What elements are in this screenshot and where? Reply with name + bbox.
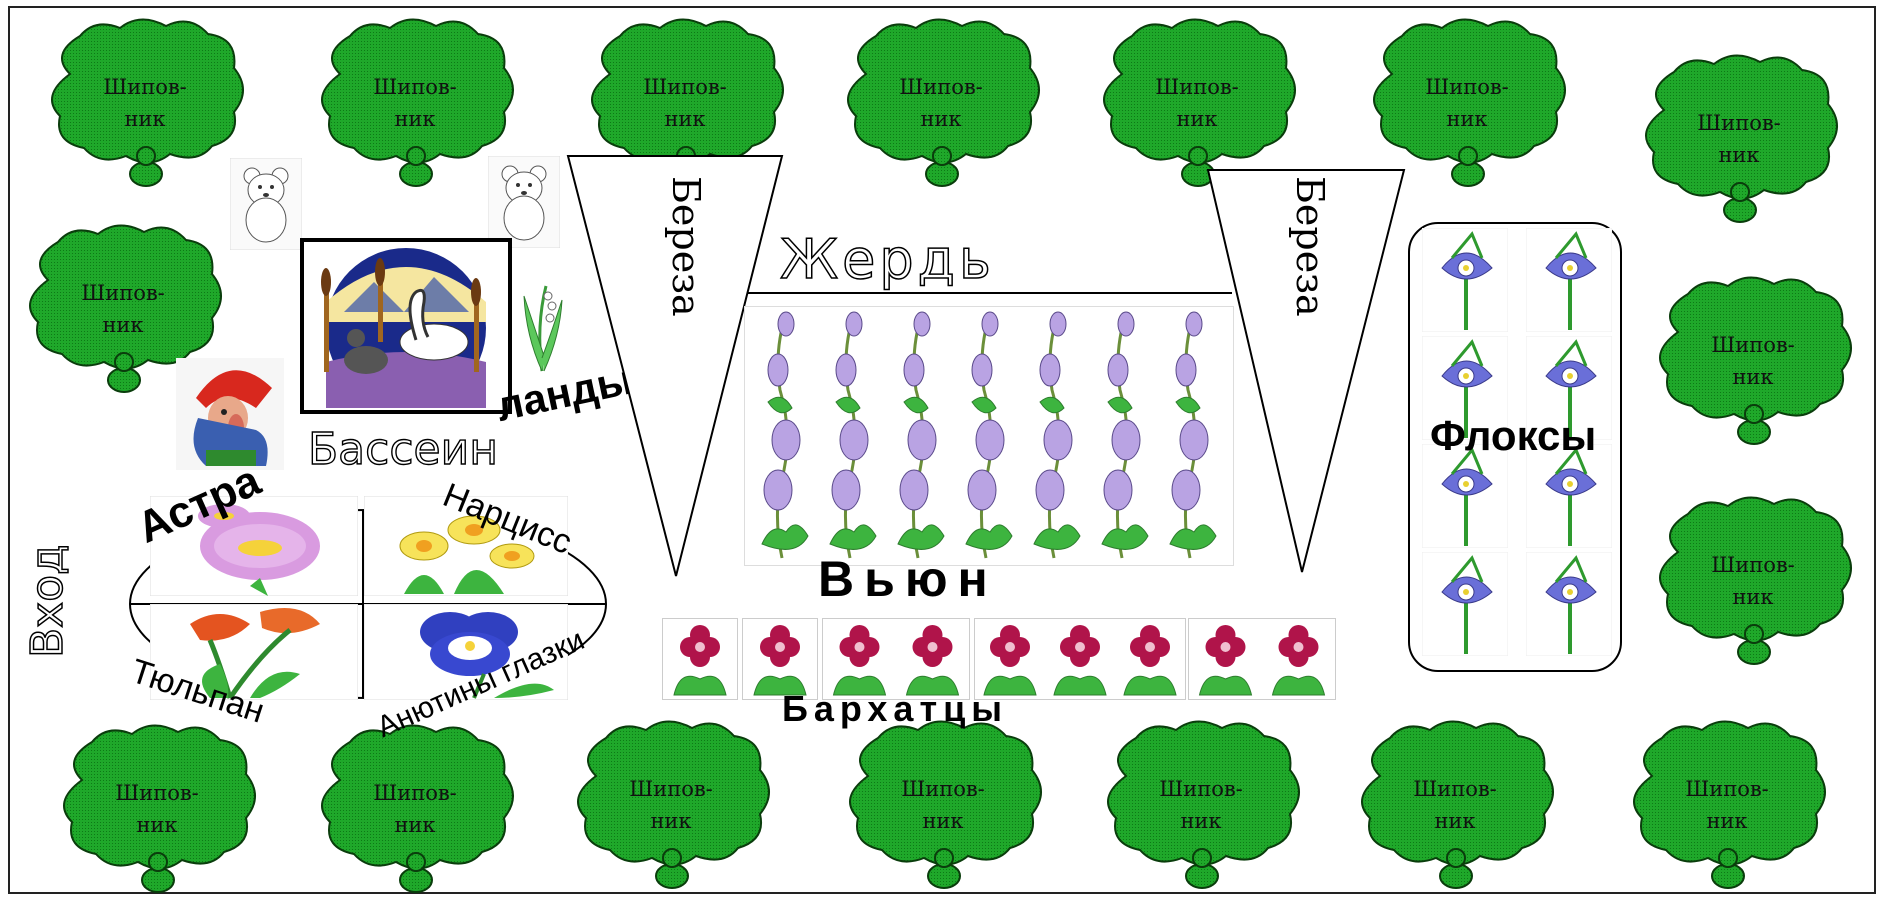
bush-label-line1: Шипов-	[899, 75, 983, 99]
bush-label-line1: Шипов-	[1413, 777, 1497, 801]
bush-label-line1: Шипов-	[643, 75, 727, 99]
birch-right-label: Береза	[1288, 176, 1332, 317]
rosehip-bush: Шипов- ник	[1648, 492, 1858, 667]
rosehip-bush: Шипов- ник	[310, 720, 520, 895]
bindweed-plant	[956, 310, 1016, 564]
pansy-image	[363, 603, 569, 701]
aster-image	[149, 495, 359, 597]
bush-label-line2: ник	[102, 313, 144, 337]
phlox-plant	[1525, 227, 1613, 336]
marigold-label: Бархатцы	[782, 688, 1008, 729]
bush-label-line1: Шипов-	[373, 75, 457, 99]
bindweed-label: Вьюн	[818, 551, 998, 607]
bush-label-line2: ник	[650, 809, 692, 833]
pole-line	[748, 292, 1232, 294]
bush-label-line2: ник	[1718, 143, 1760, 167]
bush-label-line2: ник	[920, 107, 962, 131]
marigold-box	[1188, 618, 1336, 700]
bush-label-line1: Шипов-	[103, 75, 187, 99]
phlox-plant	[1421, 551, 1509, 660]
phlox-plant	[1421, 335, 1509, 444]
rosehip-bush: Шипов- ник	[52, 720, 262, 895]
pole-label: Жердь	[779, 227, 995, 292]
bush-label-line2: ник	[1180, 809, 1222, 833]
bear-icon-left	[229, 157, 303, 251]
rosehip-bush: Шипов- ник	[1622, 716, 1832, 891]
bush-label-line1: Шипов-	[901, 777, 985, 801]
entrance-label: Вход	[21, 544, 74, 659]
rosehip-bush: Шипов- ник	[838, 716, 1048, 891]
bush-label-line1: Шипов-	[1155, 75, 1239, 99]
bindweed-plant	[1024, 310, 1084, 564]
bush-label-line2: ник	[1706, 809, 1748, 833]
rosehip-bush: Шипов- ник	[1634, 50, 1844, 225]
bush-label-line2: ник	[394, 107, 436, 131]
marigold-box	[742, 618, 818, 700]
rosehip-bush: Шипов- ник	[836, 14, 1046, 189]
pool-label: Бассеин	[307, 423, 498, 475]
rosehip-bush: Шипов- ник	[1648, 272, 1858, 447]
bindweed-plant	[820, 310, 880, 564]
phlox-plant	[1525, 443, 1613, 552]
rosehip-bush: Шипов- ник	[566, 716, 776, 891]
bush-label-line2: ник	[922, 809, 964, 833]
phlox-plant	[1421, 443, 1509, 552]
phlox-plant	[1525, 551, 1613, 660]
rosehip-bush: Шипов- ник	[1096, 716, 1306, 891]
lily-of-valley-image	[516, 276, 568, 376]
bush-label-line2: ник	[1732, 365, 1774, 389]
phlox-plant	[1525, 335, 1613, 444]
birch-left-shape	[566, 152, 786, 580]
pool-image	[300, 238, 512, 414]
bindweed-plant	[1160, 310, 1220, 564]
bush-label-line1: Шипов-	[629, 777, 713, 801]
rosehip-bush: Шипов- ник	[40, 14, 250, 189]
bush-label-line2: ник	[664, 107, 706, 131]
marigold-box	[822, 618, 970, 700]
bush-label-line1: Шипов-	[115, 781, 199, 805]
bear-icon-right	[487, 155, 561, 249]
marigold-box	[974, 618, 1186, 700]
bush-label-line2: ник	[1732, 585, 1774, 609]
bush-label-line1: Шипов-	[1711, 553, 1795, 577]
phlox-label: Флоксы	[1430, 412, 1597, 459]
bindweed-plant	[1092, 310, 1152, 564]
birch-left-label: Береза	[664, 176, 708, 317]
bush-label-line2: ник	[124, 107, 166, 131]
bush-label-line1: Шипов-	[373, 781, 457, 805]
bush-label-line1: Шипов-	[1711, 333, 1795, 357]
bush-label-line2: ник	[394, 813, 436, 837]
birch-right-shape	[1206, 166, 1406, 576]
rosehip-bush: Шипов- ник	[1350, 716, 1560, 891]
bindweed-plant	[752, 310, 812, 564]
tulip-image	[149, 603, 359, 701]
rosehip-bush: Шипов- ник	[310, 14, 520, 189]
rosehip-bush: Шипов- ник	[1362, 14, 1572, 189]
narcissus-image	[363, 495, 569, 597]
gnome-image	[176, 358, 284, 470]
bush-label-line1: Шипов-	[1697, 111, 1781, 135]
rosehip-bush: Шипов- ник	[18, 220, 228, 395]
bush-label-line2: ник	[1434, 809, 1476, 833]
bush-label-line2: ник	[1446, 107, 1488, 131]
bush-label-line1: Шипов-	[1159, 777, 1243, 801]
bush-label-line1: Шипов-	[1685, 777, 1769, 801]
bindweed-plant	[888, 310, 948, 564]
rosehip-bush: Шипов- ник	[1092, 14, 1302, 189]
bush-label-line1: Шипов-	[81, 281, 165, 305]
bush-label-line2: ник	[136, 813, 178, 837]
phlox-plant	[1421, 227, 1509, 336]
marigold-box	[662, 618, 738, 700]
bush-label-line2: ник	[1176, 107, 1218, 131]
bush-label-line1: Шипов-	[1425, 75, 1509, 99]
